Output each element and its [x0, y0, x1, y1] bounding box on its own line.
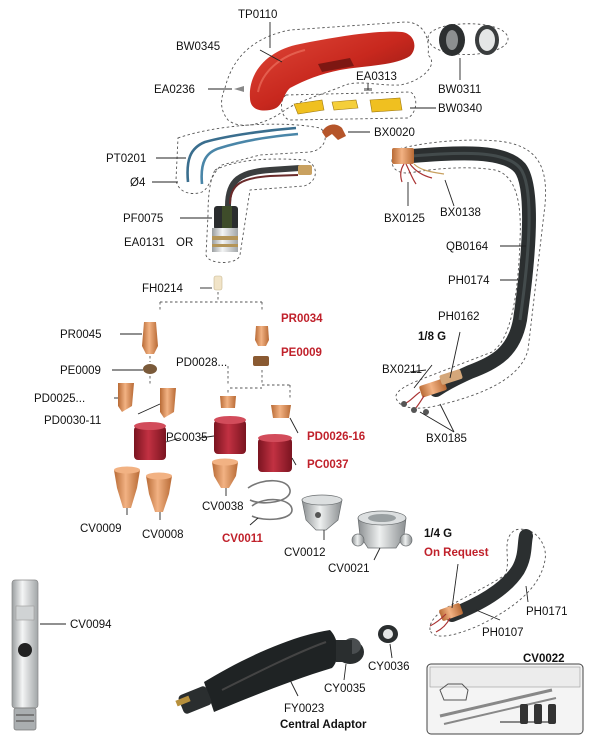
- label-bx0185: BX0185: [426, 433, 467, 445]
- label-pt0201: PT0201: [106, 153, 146, 165]
- label-on-request: On Request: [424, 547, 489, 559]
- cy0036-part: [378, 625, 398, 643]
- cv0022-kit-box: [427, 664, 583, 734]
- ph0171-cable-group: [430, 529, 545, 636]
- label-1-8-g: 1/8 G: [418, 331, 446, 343]
- label-pd0026: PD0026-16: [307, 431, 365, 443]
- qb0164-cable-highlight: [412, 153, 529, 320]
- pr0034-part: [255, 326, 269, 346]
- bw0340-clips-part: [294, 98, 402, 114]
- label-cy0035: CY0035: [324, 683, 366, 695]
- label-cv0022: CV0022: [523, 653, 565, 665]
- label-cv0094: CV0094: [70, 619, 112, 631]
- label-bw0345: BW0345: [176, 41, 220, 53]
- label-pc0035: PC0035: [166, 432, 208, 444]
- label-ph0171: PH0171: [526, 606, 568, 618]
- label-cv0008: CV0008: [142, 529, 184, 541]
- cv0094-tube-part: [12, 580, 38, 730]
- pd0026-part: [271, 405, 291, 418]
- label-tp0110: TP0110: [238, 9, 277, 21]
- label-cv0011: CV0011: [222, 533, 264, 545]
- label-pr0045: PR0045: [60, 329, 102, 341]
- label-pd0025: PD0025...: [34, 393, 85, 405]
- pd0028-part: [220, 396, 236, 408]
- cy0035-part: [336, 638, 364, 664]
- label-bw0311: BW0311: [438, 84, 481, 96]
- label-cy0036: CY0036: [368, 661, 410, 673]
- label-ph0107: PH0107: [482, 627, 524, 639]
- consumable-tree-lines: [150, 292, 290, 398]
- cv0011-spring-part: [248, 481, 292, 520]
- pd0025-part: [118, 383, 134, 412]
- label-pe0009-right: PE0009: [281, 347, 322, 359]
- label-pd0028: PD0028...: [176, 357, 227, 369]
- leader-lines: [40, 22, 528, 696]
- cv0021-part: [352, 511, 412, 548]
- label-bx0125: BX0125: [384, 213, 425, 225]
- pe0009-left-part: [143, 364, 157, 374]
- fh0214-part: [214, 276, 222, 290]
- label-pf0075: PF0075: [123, 213, 163, 225]
- pc0037-insulator-part: [258, 434, 292, 472]
- label-d4: Ø4: [130, 177, 146, 189]
- ea0131-body-part: [212, 228, 238, 252]
- label-fh0214: FH0214: [142, 283, 184, 295]
- label-cv0021: CV0021: [328, 563, 370, 575]
- label-fy0023: FY0023: [284, 703, 324, 715]
- label-bx0211: BX0211: [382, 364, 422, 376]
- label-bx0138: BX0138: [440, 207, 481, 219]
- label-central-adaptor: Central Adaptor: [280, 719, 367, 731]
- pd0030-part: [160, 388, 176, 418]
- label-ea0313: EA0313: [356, 71, 397, 83]
- label-ea0236: EA0236: [154, 84, 195, 96]
- pr0045-part: [142, 322, 158, 354]
- qb0164-cable-part: [412, 153, 529, 390]
- bw0311-rings-part: [428, 24, 508, 56]
- label-ph0162: PH0162: [438, 311, 480, 323]
- label-ea0131: EA0131: [124, 237, 165, 249]
- label-qb0164: QB0164: [446, 241, 489, 253]
- cv0012-part: [302, 495, 342, 530]
- label-cv0012: CV0012: [284, 547, 326, 559]
- label-pc0037: PC0037: [307, 459, 349, 471]
- pf0075-hose-part: [214, 165, 312, 230]
- label-pe0009-left: PE0009: [60, 365, 101, 377]
- label-bx0020: BX0020: [374, 127, 415, 139]
- bx0020-elbow-part: [322, 125, 346, 140]
- label-or: OR: [176, 237, 193, 249]
- label-pr0034: PR0034: [281, 313, 323, 325]
- pe0009-right-part: [253, 356, 269, 366]
- label-cv0009: CV0009: [80, 523, 122, 535]
- label-cv0038: CV0038: [202, 501, 244, 513]
- label-ph0174: PH0174: [448, 275, 490, 287]
- label-1-4-g: 1/4 G: [424, 528, 452, 540]
- ea0236-pin-part: [234, 86, 244, 92]
- label-bw0340: BW0340: [438, 103, 482, 115]
- label-pd0030: PD0030-11: [44, 415, 101, 427]
